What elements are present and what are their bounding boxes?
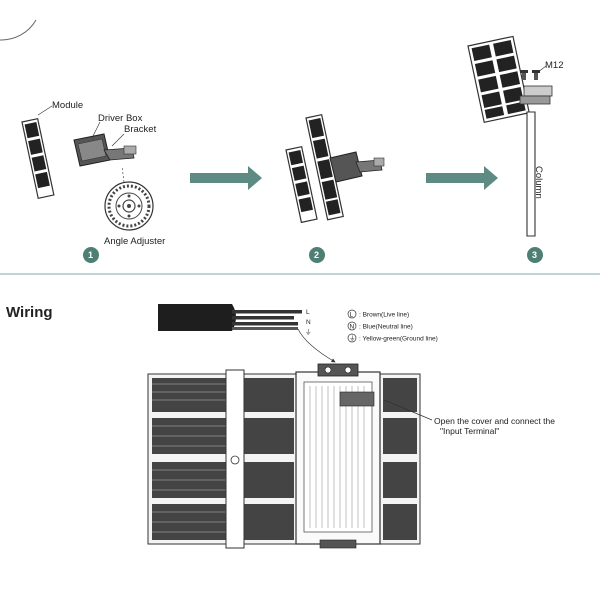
fixture-right-panels	[379, 373, 421, 545]
bracket-leader	[111, 133, 125, 147]
cable-terminal-l: L	[306, 309, 310, 316]
column-pole	[526, 111, 536, 237]
terminal-note-line2: "Input Terminal"	[440, 426, 499, 436]
cable-terminal-ground: ⏚	[305, 328, 312, 336]
adjuster-guide	[121, 165, 125, 183]
step2-assembly	[285, 113, 385, 224]
svg-text:⏚: ⏚	[349, 335, 356, 343]
fixture-left-mount	[225, 369, 245, 549]
svg-text:1: 1	[88, 250, 93, 260]
fixture-left-panels	[147, 373, 299, 545]
svg-text:: Brown(Live line): : Brown(Live line)	[359, 312, 409, 319]
svg-text:N: N	[350, 324, 355, 331]
bracket-label: Bracket	[124, 124, 157, 135]
svg-text:2: 2	[314, 250, 319, 260]
column-label: Column	[533, 166, 544, 199]
m12-bolts	[520, 70, 540, 80]
svg-text:: Blue(Neutral line): : Blue(Neutral line)	[359, 324, 413, 331]
cable-terminal-n: N	[306, 319, 311, 326]
bolt-leader	[537, 65, 547, 73]
step1-module	[21, 117, 55, 200]
driver-box-leader	[91, 121, 101, 139]
driver-box-housing	[295, 363, 381, 549]
step3-badge: 3	[527, 247, 543, 263]
m12-label: M12	[545, 60, 563, 71]
svg-text:: Yellow-green(Ground line): : Yellow-green(Ground line)	[359, 336, 438, 343]
wire-legend: L : Brown(Live line) N : Blue(Neutral li…	[347, 309, 438, 343]
svg-text:3: 3	[532, 250, 537, 260]
cable-to-terminal-arrow	[297, 328, 336, 363]
driver-box-label: Driver Box	[98, 113, 143, 124]
module-leader	[37, 105, 53, 116]
arrow-step2-to-3	[426, 166, 498, 190]
angle-adjuster	[104, 181, 154, 231]
wiring-section-title: Wiring	[6, 304, 53, 321]
step3-module-panel	[467, 35, 553, 124]
arrow-step1-to-2	[190, 166, 262, 190]
corner-arc	[0, 19, 37, 41]
svg-text:L: L	[350, 312, 354, 319]
step1-driver-box	[73, 133, 137, 167]
power-cable	[158, 304, 302, 331]
terminal-callout-leader	[383, 399, 433, 421]
terminal-note-line1: Open the cover and connect the	[434, 416, 555, 426]
step1-badge: 1	[83, 247, 99, 263]
step2-badge: 2	[309, 247, 325, 263]
angle-adjuster-label: Angle Adjuster	[104, 236, 165, 247]
module-label: Module	[52, 100, 83, 111]
